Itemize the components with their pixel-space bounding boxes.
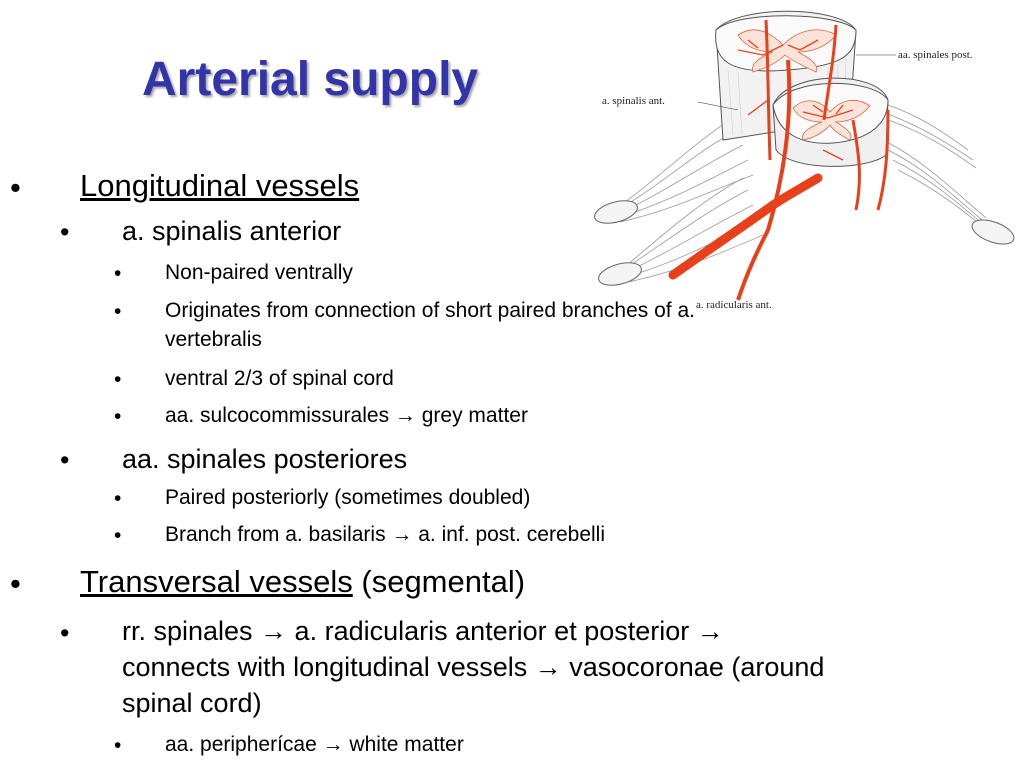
bullet-marker: • [60, 445, 70, 475]
bullet-marker: • [114, 405, 122, 428]
bullet-marker: • [10, 170, 21, 205]
bullet-rr-spinales: rr. spinales → a. radicularis anterior e… [122, 616, 724, 646]
ganglion-right [971, 219, 1015, 245]
label-spinales-post: aa. spinales post. [898, 49, 973, 61]
bullet-marker: • [60, 217, 70, 247]
bullet-originates-cont: vertebralis [165, 328, 262, 351]
spinal-cord-lower [772, 77, 889, 167]
bullet-transversal-vessels: Transversal vessels (segmental) [80, 564, 526, 599]
bullet-marker: • [114, 734, 122, 757]
label-radicularis: a. radicularis ant. [696, 299, 772, 311]
nerve-roots-right [872, 99, 994, 237]
illustration-svg: aa. spinales post. a. spinalis ant. a. r… [594, 10, 1015, 311]
bullet-non-paired: Non-paired ventrally [165, 261, 353, 284]
bullet-marker: • [114, 487, 122, 510]
bullet-rr-spinales-cont: connects with longitudinal vessels → vas… [122, 652, 825, 682]
bullet-marker: • [114, 368, 122, 391]
bullet-branch-basilaris: Branch from a. basilaris → a. inf. post.… [165, 523, 606, 546]
bullet-longitudinal-vessels: Longitudinal vessels [80, 168, 360, 203]
ganglion-left-upper [594, 200, 638, 224]
bullet-periphericae: aa. peripherícae → white matter [165, 733, 464, 756]
arteries [668, 19, 890, 301]
label-spinalis-ant: a. spinalis ant. [602, 95, 665, 107]
bullet-marker: • [114, 300, 122, 323]
bullet-spinales-posteriores: aa. spinales posteriores [122, 444, 408, 474]
bullet-sulcocommissurales: aa. sulcocommissurales → grey matter [165, 404, 528, 427]
spinal-cord-arterial-illustration: aa. spinales post. a. spinalis ant. a. r… [588, 0, 1024, 330]
page-title: Arterial supply [142, 53, 479, 106]
bullet-marker: • [114, 524, 122, 547]
ganglion-left-lower [598, 262, 642, 286]
bullet-originates: Originates from connection of short pair… [165, 299, 695, 322]
bullet-spinalis-anterior: a. spinalis anterior [122, 216, 342, 246]
bullet-marker: • [114, 262, 122, 285]
bullet-paired-posteriorly: Paired posteriorly (sometimes doubled) [165, 486, 531, 509]
bullet-marker: • [60, 618, 70, 648]
bullet-rr-spinales-cont2: spinal cord) [122, 688, 262, 718]
bullet-ventral: ventral 2/3 of spinal cord [165, 367, 394, 390]
bullet-marker: • [10, 566, 21, 601]
